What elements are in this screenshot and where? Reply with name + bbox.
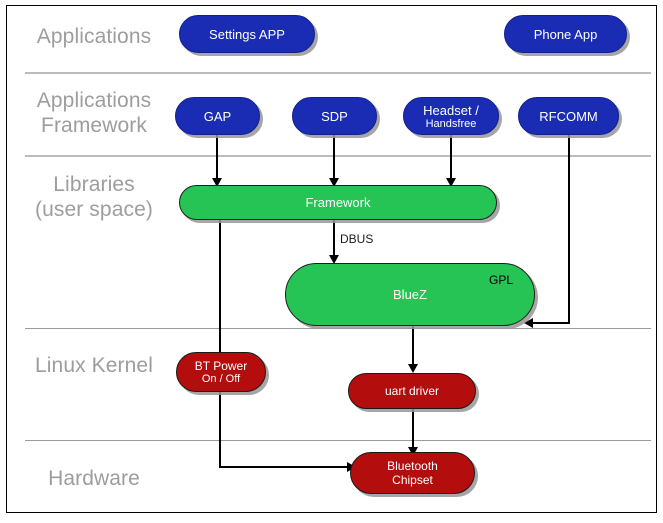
node-bluetooth-chipset-label: Bluetooth xyxy=(387,459,438,473)
connector-gap-to-framework xyxy=(216,135,218,181)
connector-uart-to-chipset xyxy=(412,408,414,450)
connector-framework-to-chipset-horizontal xyxy=(219,466,350,468)
node-phone-app[interactable]: Phone App xyxy=(504,15,627,53)
node-gap-shape xyxy=(175,97,260,135)
connector-bluez-to-uart xyxy=(412,325,414,367)
node-bluetooth-chipset[interactable]: Bluetooth Chipset xyxy=(350,452,475,494)
node-gap[interactable]: GAP xyxy=(175,97,260,135)
node-headset-handsfree-sublabel: Handsfree xyxy=(425,117,477,130)
arrowhead-framework-to-bluez xyxy=(329,255,339,264)
connector-rfcomm-horizontal xyxy=(533,322,570,324)
separator-linux-kernel xyxy=(25,440,651,441)
connector-rfcomm-vertical xyxy=(568,135,570,324)
node-uart-driver[interactable]: uart driver xyxy=(348,373,476,409)
node-framework-label: Framework xyxy=(305,195,371,210)
node-bluez[interactable]: GPL BlueZ xyxy=(285,263,535,326)
node-bluetooth-chipset-sublabel: Chipset xyxy=(392,473,433,487)
arrowhead-bluez-to-uart xyxy=(408,364,418,373)
separator-libraries xyxy=(25,328,651,329)
separator-applications-framework xyxy=(25,155,651,157)
node-uart-driver-shape xyxy=(348,373,476,409)
arrowhead-sdp-to-framework xyxy=(329,178,339,187)
node-bt-power-shape xyxy=(176,352,266,392)
separator-applications xyxy=(25,72,651,74)
node-settings-app-shape xyxy=(179,15,315,53)
node-bt-power-sublabel: On / Off xyxy=(201,373,241,385)
layer-label-linux-kernel: Linux Kernel xyxy=(35,354,153,377)
node-settings-app[interactable]: Settings APP xyxy=(179,15,315,53)
node-phone-app-shape xyxy=(504,15,627,53)
arrowhead-gap-to-framework xyxy=(212,178,222,187)
node-headset-handsfree-label: Headset / xyxy=(423,102,479,118)
node-bt-power[interactable]: BT Power On / Off xyxy=(176,352,266,392)
node-sdp[interactable]: SDP xyxy=(292,97,377,135)
edge-label-dbus: DBUS xyxy=(340,232,374,246)
node-uart-driver-label: uart driver xyxy=(384,384,440,398)
connector-headset-to-framework xyxy=(450,135,452,181)
layer-label-applications-framework: Applications Framework xyxy=(36,89,152,137)
node-framework[interactable]: Framework xyxy=(179,185,497,220)
node-rfcomm-shape xyxy=(518,97,619,135)
node-rfcomm[interactable]: RFCOMM xyxy=(518,97,619,135)
node-sdp-shape xyxy=(292,97,377,135)
node-settings-app-label: Settings APP xyxy=(209,26,285,42)
layer-label-applications: Applications xyxy=(36,25,152,48)
node-bluez-shape xyxy=(285,263,535,326)
node-rfcomm-label: RFCOMM xyxy=(539,108,598,124)
node-headset-handsfree[interactable]: Headset / Handsfree xyxy=(403,97,499,135)
connector-sdp-to-framework xyxy=(333,135,335,181)
node-headset-handsfree-shape xyxy=(403,97,499,135)
layer-label-hardware: Hardware xyxy=(48,467,140,490)
arrowhead-rfcomm-to-bluez xyxy=(524,318,533,328)
node-bluetooth-chipset-shape xyxy=(350,452,475,494)
diagram-frame xyxy=(6,5,657,513)
node-bt-power-label: BT Power xyxy=(194,359,248,373)
connector-framework-to-chipset-vertical xyxy=(219,218,221,468)
node-bluez-license-badge: GPL xyxy=(488,273,513,287)
layer-label-libraries: Libraries (user space) xyxy=(35,173,153,221)
arrowhead-headset-to-framework xyxy=(446,178,456,187)
node-phone-app-label: Phone App xyxy=(533,26,598,42)
connector-framework-to-bluez xyxy=(333,218,335,258)
node-sdp-label: SDP xyxy=(321,108,348,124)
node-gap-label: GAP xyxy=(203,108,232,124)
node-framework-shape xyxy=(179,185,497,220)
node-bluez-label: BlueZ xyxy=(393,287,427,302)
